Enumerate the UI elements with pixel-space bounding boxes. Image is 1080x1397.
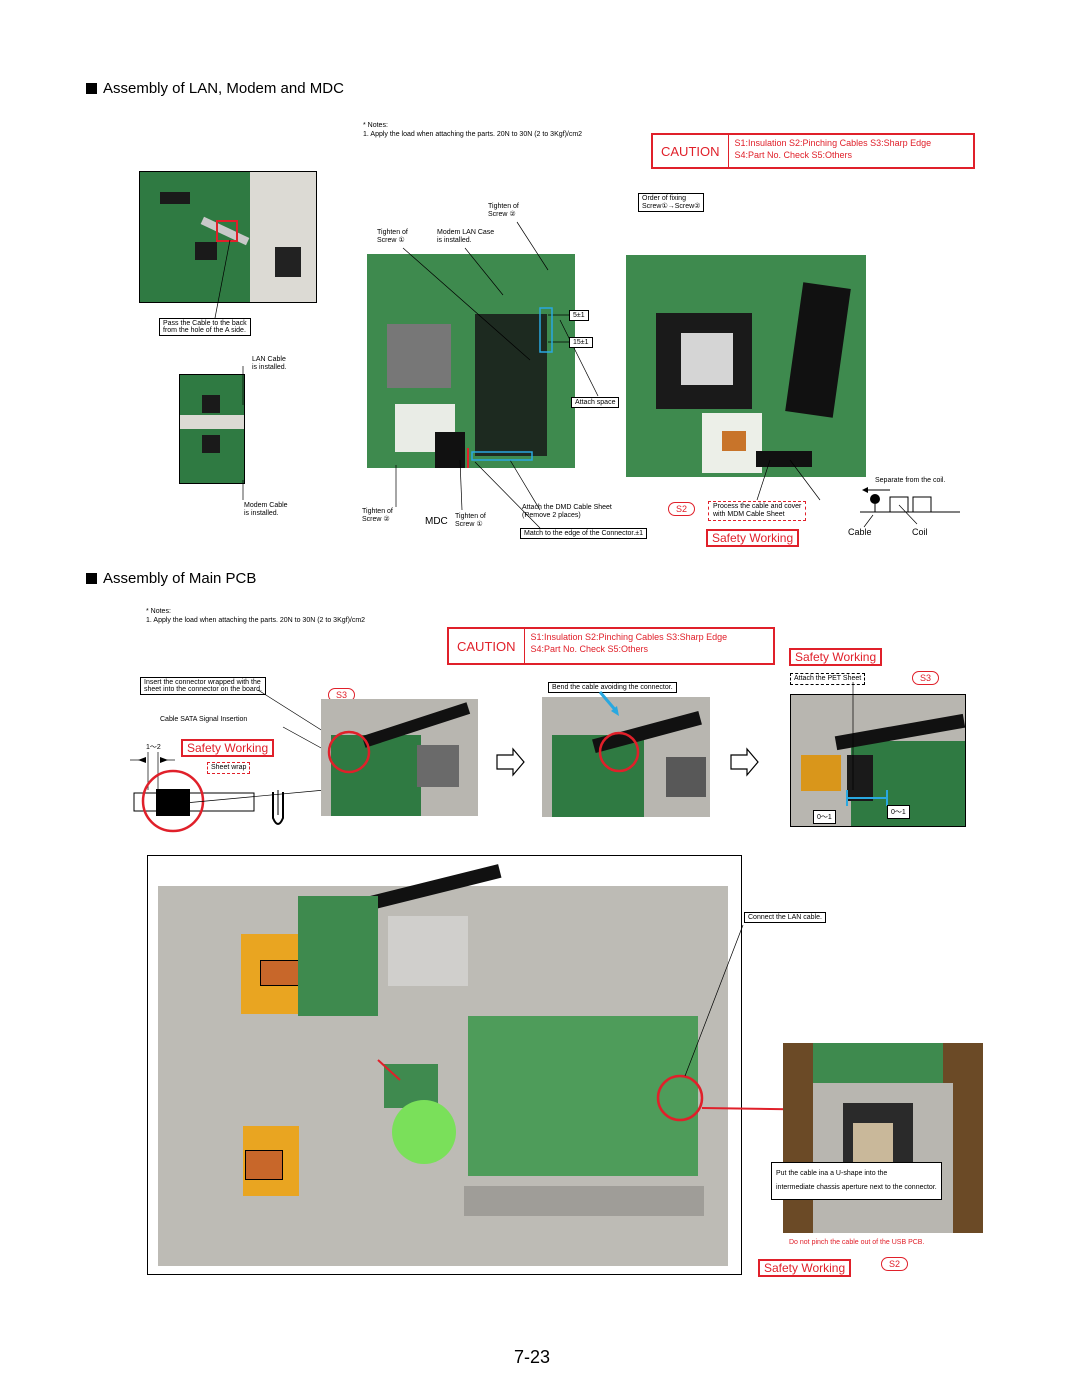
section-title-main-pcb: Assembly of Main PCB — [86, 570, 256, 587]
caution-line-1-2: S1:Insulation S2:Pinching Cables S3:Shar… — [530, 632, 728, 642]
notes-line-2: 1. Apply the load when attaching the par… — [146, 617, 366, 624]
notes-block-2: * Notes: 1. Apply the load when attachin… — [146, 607, 365, 625]
safety-working-badge: Safety Working — [706, 529, 800, 547]
label-separate-coil: Separate from the coil. — [875, 477, 946, 484]
photo-sata-cable — [321, 699, 478, 816]
caution-word: CAUTION — [653, 135, 729, 167]
section-title-lan-modem-mdc: Assembly of LAN, Modem and MDC — [86, 80, 344, 97]
photo-pet-sheet — [790, 694, 966, 827]
caution-line-1: S1:Insulation S2:Pinching Cables S3:Shar… — [734, 138, 932, 148]
label-sheet-wrap: Sheet wrap — [207, 762, 251, 774]
caution-word-2: CAUTION — [449, 629, 525, 663]
label-match-edge: Match to the edge of the Connector.±1 — [520, 528, 648, 539]
bullet-square-icon — [86, 83, 97, 94]
caution-line-2-2: S4:Part No. Check S5:Others — [530, 644, 649, 654]
label-dim-1-2: 1～2 — [146, 744, 161, 751]
dimension-15: 15±1 — [569, 337, 593, 348]
photo-lan-cable — [179, 374, 245, 484]
notes-block: * Notes: 1. Apply the load when attachin… — [363, 121, 582, 139]
safety-working-badge-b: Safety Working — [789, 648, 883, 666]
label-coil: Coil — [912, 527, 928, 537]
notes-heading: * Notes: — [363, 122, 388, 129]
photo-lan-board — [139, 171, 317, 303]
arrow-right-icon — [496, 747, 525, 777]
label-cable-sata: Cable SATA Signal Insertion — [160, 716, 248, 723]
label-attach-pet: Attach the PET Sheet — [790, 673, 866, 685]
caution-box: CAUTION S1:Insulation S2:Pinching Cables… — [651, 133, 975, 169]
label-mdc: MDC — [425, 516, 448, 527]
caution-line-2: S4:Part No. Check S5:Others — [734, 150, 853, 160]
photo-bend-cable — [542, 697, 710, 817]
photo-main-pcb — [147, 855, 742, 1275]
notes-line: 1. Apply the load when attaching the par… — [363, 131, 583, 138]
photo-mdc-board — [626, 255, 866, 477]
arrow-right-icon-2 — [730, 747, 759, 777]
badge-s3-b: S3 — [912, 671, 940, 685]
bullet-square-icon — [86, 573, 97, 584]
label-pinch-note: Do not pinch the cable out of the USB PC… — [789, 1239, 925, 1246]
badge-s2: S2 — [668, 502, 696, 516]
caution-box-2: CAUTION S1:Insulation S2:Pinching Cables… — [447, 627, 775, 665]
photo-modem-case — [367, 254, 575, 468]
label-bend-cable: Bend the cable avoiding the connector. — [548, 682, 677, 693]
label-cable: Cable — [848, 527, 872, 537]
dimension-0-1-a: 0～1 — [813, 810, 836, 824]
dimension-5: 5±1 — [569, 310, 589, 321]
photo-usb-inset — [783, 1043, 983, 1233]
safety-working-badge-c: Safety Working — [758, 1259, 852, 1277]
safety-working-badge-a: Safety Working — [181, 739, 275, 757]
label-connect-lan: Connect the LAN cable. — [744, 912, 826, 923]
label-attach-space: Attach space — [571, 397, 620, 408]
page-number: 7-23 — [514, 1347, 551, 1367]
badge-s2-b: S2 — [881, 1257, 909, 1271]
dimension-0-1-b: 0～1 — [887, 805, 910, 819]
notes-heading-2: * Notes: — [146, 608, 171, 615]
label-dmd-sheet: Attach the DMD Cable Sheet(Remove 2 plac… — [522, 504, 612, 519]
